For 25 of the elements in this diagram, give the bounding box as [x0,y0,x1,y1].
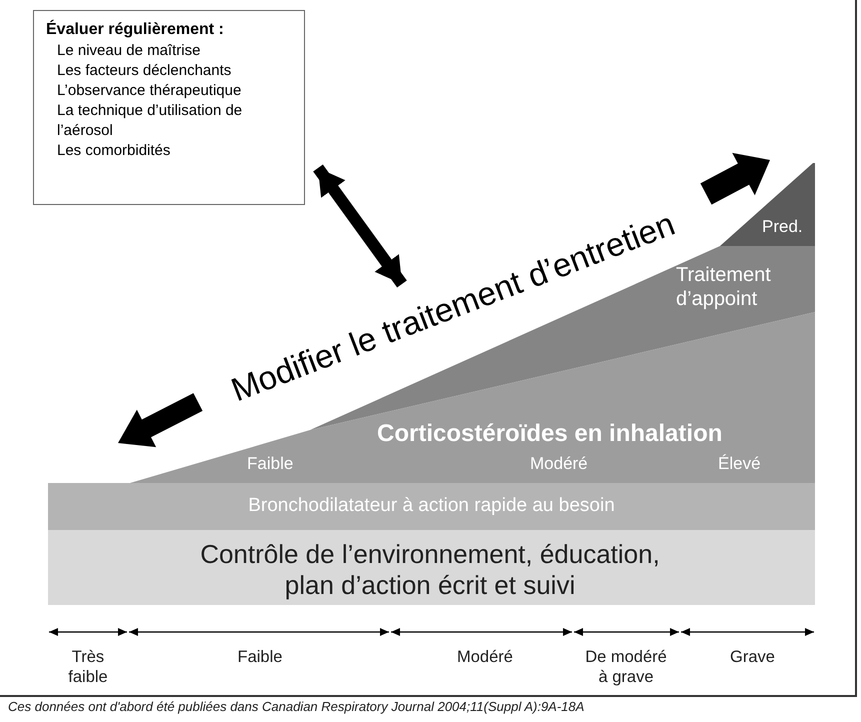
dose-label: Faible [247,454,294,474]
dose-label: Élevé [718,454,761,474]
step-label: Traitement d’appoint [676,264,772,312]
source-caption: Ces données ont d'abord été publiées dans Canadian Respiratory Journal 2004;11(Suppl A):9A-18A [8,699,584,714]
treatment-step-area [720,163,815,246]
severity-label: Grave [729,647,776,667]
treatment-band [48,530,815,605]
box-heading: Évaluer régulièrement : [46,21,225,39]
list-item: Les comorbidités [56,141,172,161]
severity-label: Faible [236,647,284,667]
list-item: L’observance thérapeutique [56,81,242,101]
treatment-band [48,483,815,530]
list-item: Le niveau de maîtrise [56,41,202,61]
severity-label: Modéré [456,647,514,667]
band-label: Bronchodilatateur à action rapide au besoin [247,495,616,518]
severity-label: Très faible [67,647,109,687]
step-label: Pred. [762,217,803,238]
dose-label: Modéré [530,454,588,474]
double-arrow [313,164,407,288]
severity-label: De modéré à grave [584,647,668,687]
list-item: La technique d’utilisation de l’aérosol [56,101,244,141]
assessment-box [33,10,305,205]
list-item: Les facteurs déclenchants [56,61,232,81]
step-label: Corticostéroïdes en inhalation [377,420,722,448]
band-label: Contrôle de l’environnement, éducation, plan d’action écrit et suivi [199,539,661,600]
